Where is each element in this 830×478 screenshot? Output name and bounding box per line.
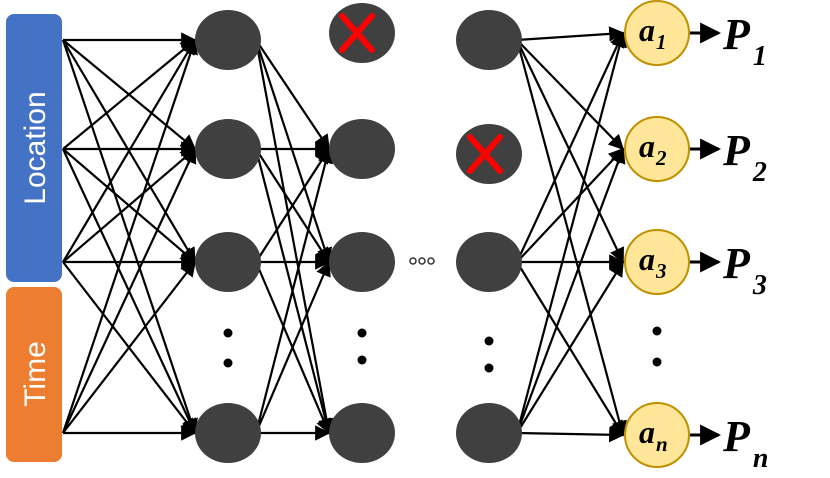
time-label: Time bbox=[19, 341, 52, 407]
probability-subscript: 2 bbox=[752, 157, 767, 188]
ellipsis-dot bbox=[223, 328, 233, 338]
connection-arrow bbox=[515, 39, 627, 437]
connection-arrow bbox=[254, 260, 331, 434]
ellipsis-dot bbox=[357, 328, 367, 338]
output-activation-node bbox=[624, 402, 690, 468]
connection-arrow bbox=[516, 427, 625, 443]
connection-arrow bbox=[516, 39, 625, 151]
activation-label: a1 bbox=[639, 12, 667, 54]
activation-label: an bbox=[639, 414, 668, 456]
location-label: Location bbox=[19, 91, 52, 204]
connection-arrow bbox=[62, 260, 196, 434]
hidden-neuron bbox=[329, 3, 395, 63]
ellipsis-dot bbox=[652, 326, 662, 336]
hidden-neuron bbox=[456, 10, 522, 70]
horizontal-ellipsis bbox=[409, 257, 435, 265]
connection-arrow bbox=[254, 147, 334, 434]
connection-arrow bbox=[255, 39, 330, 151]
connection-arrow bbox=[255, 147, 330, 263]
connection-arrow bbox=[62, 39, 197, 150]
probability-symbol: P bbox=[722, 412, 751, 461]
ellipsis-dot bbox=[418, 257, 426, 265]
activation-symbol: a bbox=[639, 12, 655, 48]
connection-arrow bbox=[62, 38, 196, 263]
hidden-neuron bbox=[195, 10, 261, 70]
probability-symbol: P bbox=[722, 239, 751, 288]
activation-subscript: 3 bbox=[655, 259, 667, 283]
connection-arrow bbox=[62, 147, 197, 263]
ellipsis-dot bbox=[484, 336, 494, 346]
probability-symbol: P bbox=[722, 10, 751, 59]
probability-subscript: 1 bbox=[753, 41, 767, 72]
connection-arrow bbox=[62, 147, 197, 434]
hidden-neuron bbox=[195, 403, 261, 463]
location-box bbox=[6, 14, 62, 282]
connection-arrow bbox=[516, 26, 625, 42]
time-box bbox=[6, 287, 62, 462]
connection-arrow bbox=[515, 147, 626, 434]
activation-subscript: 1 bbox=[656, 30, 667, 54]
dropout-marks bbox=[339, 13, 503, 174]
ellipsis-dot bbox=[409, 257, 417, 265]
location-input-block: Location bbox=[6, 14, 62, 282]
connection-arrow bbox=[254, 39, 332, 264]
probability-subscript: 3 bbox=[752, 270, 767, 301]
ellipsis-dot bbox=[427, 257, 435, 265]
connection-arrow bbox=[516, 260, 624, 434]
connection-arrow bbox=[515, 31, 627, 434]
connection-arrow bbox=[254, 39, 335, 435]
connection-arrow bbox=[516, 147, 625, 263]
output-activation-node bbox=[624, 116, 690, 182]
ellipsis-dot bbox=[223, 358, 233, 368]
vertical-ellipses bbox=[223, 326, 662, 373]
connections bbox=[61, 26, 627, 443]
activation-symbol: a bbox=[639, 128, 655, 164]
probability-symbol: P bbox=[722, 126, 751, 175]
ellipsis-dot bbox=[484, 363, 494, 373]
activation-symbol: a bbox=[639, 414, 655, 450]
ellipsis-dot bbox=[652, 357, 662, 367]
time-input-block: Time bbox=[6, 287, 62, 462]
activation-label: a3 bbox=[639, 241, 667, 283]
activation-label: a2 bbox=[639, 128, 667, 170]
hidden-neuron bbox=[195, 119, 261, 179]
output-activation-node bbox=[624, 0, 690, 66]
hidden-neuron bbox=[329, 232, 395, 292]
activation-subscript: n bbox=[656, 432, 668, 456]
activation-subscript: 2 bbox=[655, 146, 667, 170]
dropout-x-icon bbox=[339, 13, 375, 53]
connection-arrow bbox=[516, 31, 625, 263]
hidden-neuron bbox=[456, 403, 522, 463]
hidden-neurons bbox=[195, 3, 522, 463]
hidden-neuron bbox=[329, 119, 395, 179]
hidden-neuron bbox=[456, 232, 522, 292]
hidden-neuron bbox=[329, 403, 395, 463]
hidden-neuron bbox=[195, 232, 261, 292]
output-activation-node bbox=[624, 229, 690, 295]
connection-arrow bbox=[516, 39, 624, 264]
probability-subscript: n bbox=[753, 443, 769, 474]
ellipsis-dot bbox=[357, 355, 367, 365]
connection-arrow bbox=[61, 38, 198, 434]
activation-symbol: a bbox=[639, 241, 655, 277]
dropout-x-icon bbox=[467, 134, 503, 174]
